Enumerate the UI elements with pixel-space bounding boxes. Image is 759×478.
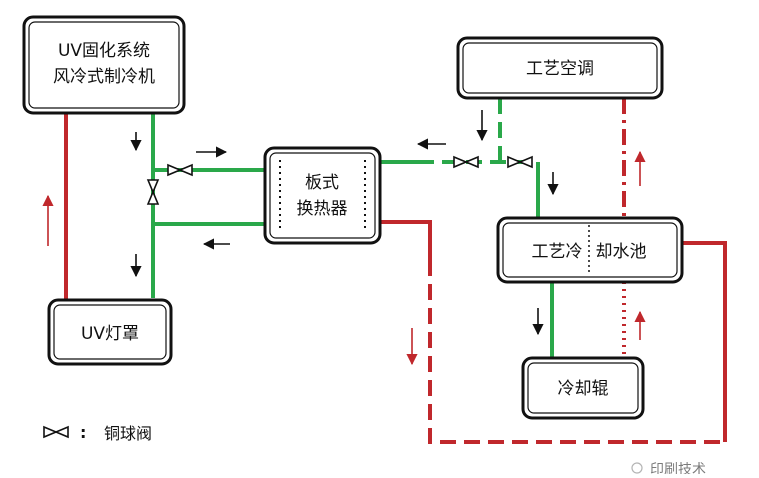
red-pipes: [64, 113, 727, 442]
watermark-text: 印刷技术: [650, 462, 706, 474]
uv-system-box: UV固化系统 风冷式制冷机: [22, 15, 186, 115]
ball-valve-icon: [453, 155, 479, 169]
flow-arrows: [130, 110, 559, 336]
legend-separator: :: [80, 423, 86, 442]
red-pipe-hx-return: [380, 220, 432, 260]
plate-heat-exchanger-box: 板式 换热器: [263, 146, 382, 245]
legend-label: 铜球阀: [104, 424, 152, 443]
uv-lamp-label: UV灯罩: [81, 324, 139, 344]
process-ac-label: 工艺空调: [526, 59, 594, 79]
plate-hx-label-2: 换热器: [297, 199, 348, 219]
watermark: 印刷技术: [631, 462, 706, 478]
red-dashed-bottom-loop: [428, 260, 725, 444]
ball-valve-icon: [146, 179, 160, 205]
legend: : 铜球阀: [43, 423, 152, 443]
plate-hx-label-1: 板式: [305, 173, 339, 193]
ball-valve-icon: [167, 163, 193, 177]
pool-label-right: 却水池: [596, 242, 647, 262]
uv-lamp-box: UV灯罩: [47, 298, 173, 366]
red-dashed-pipes: [428, 98, 725, 444]
cooling-water-pool-box: 工艺冷 却水池: [496, 216, 684, 284]
chill-roll-label: 冷却辊: [558, 379, 609, 399]
wechat-icon: [631, 462, 643, 474]
ball-valve-legend-icon: [43, 425, 69, 439]
red-pipe-pool-return: [682, 241, 727, 442]
process-ac-box: 工艺空调: [456, 36, 664, 100]
ball-valves: [146, 155, 533, 205]
ball-valve-icon: [507, 155, 533, 169]
uv-system-title: UV固化系统: [58, 41, 150, 61]
chill-roll-box: 冷却辊: [521, 356, 645, 420]
pool-label-left: 工艺冷: [532, 242, 583, 262]
uv-system-subtitle: 风冷式制冷机: [53, 67, 155, 87]
red-flow-arrows: [42, 150, 646, 366]
green-dashed-pipes: [418, 98, 538, 164]
